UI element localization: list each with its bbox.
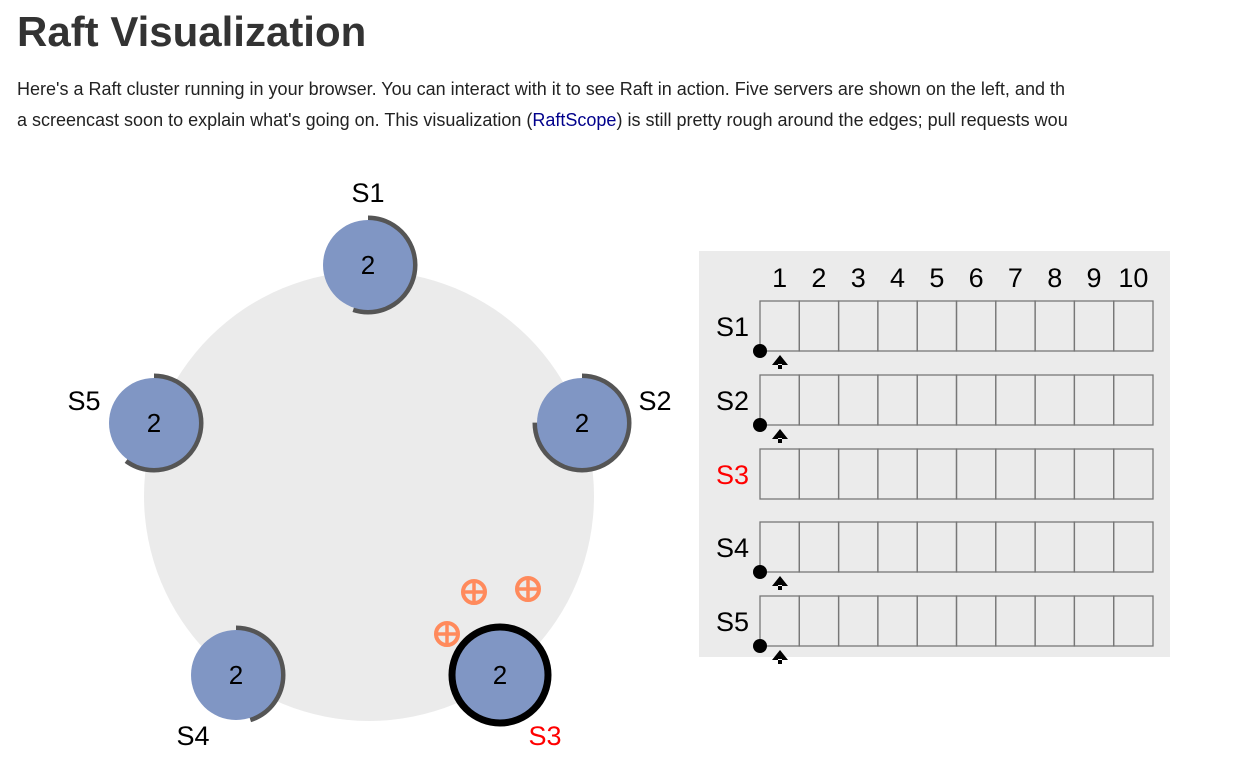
log-row-label: S2 — [716, 386, 749, 416]
log-row-s5: S5 — [716, 595, 1154, 664]
message-cross — [436, 623, 458, 645]
server-term: 2 — [361, 250, 375, 280]
server-term: 2 — [147, 408, 161, 438]
intro-text-part: a screencast soon to explain what's goin… — [17, 110, 533, 130]
server-label: S4 — [176, 721, 209, 751]
next-index-arrow-icon — [772, 429, 788, 443]
raftscope-link[interactable]: RaftScope — [532, 110, 617, 130]
log-row-label: S3 — [716, 460, 749, 490]
next-index-arrow-icon — [772, 355, 788, 369]
election-timer-arc — [532, 373, 632, 473]
page-title: Raft Visualization — [17, 8, 367, 55]
election-timer-arc — [104, 373, 204, 473]
log-panel — [699, 251, 1170, 657]
server-s4[interactable]: 2S4 — [176, 625, 286, 751]
server-s1[interactable]: 2 S1 — [318, 178, 418, 315]
log-entry-slot[interactable] — [1113, 595, 1154, 647]
server-circle[interactable] — [537, 378, 627, 468]
server-label: S3 — [528, 721, 561, 751]
server-label: S5 — [67, 386, 100, 416]
log-index: 1 — [772, 263, 787, 293]
log-row-s4: S4 — [716, 521, 1154, 590]
server-s3[interactable]: 2S3 — [448, 623, 562, 751]
server-term: 2 — [229, 660, 243, 690]
request-vote-message[interactable] — [515, 576, 541, 602]
commit-index-marker — [753, 639, 767, 653]
server-circle[interactable] — [323, 220, 413, 310]
log-index: 8 — [1047, 263, 1062, 293]
log-row-label: S5 — [716, 607, 749, 637]
message-cross — [463, 581, 485, 603]
log-entry-slot[interactable] — [1113, 521, 1154, 573]
server-circle[interactable] — [109, 378, 199, 468]
log-index: 9 — [1087, 263, 1102, 293]
server-s5[interactable]: 2 S5 — [67, 373, 204, 473]
log-entry-slot[interactable] — [1113, 374, 1154, 426]
log-row-s2: S2 — [716, 374, 1154, 443]
log-index: 5 — [929, 263, 944, 293]
server-circle[interactable] — [448, 623, 552, 727]
request-vote-message[interactable] — [434, 621, 460, 647]
server-s2[interactable]: 2 S2 — [532, 373, 672, 473]
log-index: 10 — [1118, 263, 1148, 293]
request-vote-message[interactable] — [461, 579, 487, 605]
log-entry-slot[interactable] — [1113, 300, 1154, 352]
message-cross — [517, 578, 539, 600]
log-row-label: S1 — [716, 312, 749, 342]
log-index: 6 — [969, 263, 984, 293]
log-index: 7 — [1008, 263, 1023, 293]
commit-index-marker — [753, 418, 767, 432]
log-row-s3: S3 — [716, 448, 1154, 500]
log-entry-slot[interactable] — [1113, 448, 1154, 500]
log-row-label: S4 — [716, 533, 749, 563]
server-term: 2 — [493, 660, 507, 690]
next-index-arrow-icon — [772, 576, 788, 590]
log-index: 2 — [811, 263, 826, 293]
log-index: 4 — [890, 263, 905, 293]
cluster-ring — [144, 271, 594, 721]
election-timer-arc — [318, 215, 418, 315]
commit-index-marker — [753, 344, 767, 358]
server-label: S1 — [351, 178, 384, 208]
intro-line-1: Here's a Raft cluster running in your br… — [17, 79, 1065, 99]
commit-index-marker — [753, 565, 767, 579]
log-row-s1: S1 — [716, 300, 1154, 369]
server-term: 2 — [575, 408, 589, 438]
intro-line-2: a screencast soon to explain what's goin… — [17, 105, 1248, 136]
server-circle[interactable] — [191, 630, 281, 720]
next-index-arrow-icon — [772, 650, 788, 664]
server-label: S2 — [638, 386, 671, 416]
intro-text-part: ) is still pretty rough around the edges… — [616, 110, 1068, 130]
log-index: 3 — [851, 263, 866, 293]
intro-text: Here's a Raft cluster running in your br… — [17, 74, 1248, 136]
election-timer-arc — [186, 625, 286, 725]
